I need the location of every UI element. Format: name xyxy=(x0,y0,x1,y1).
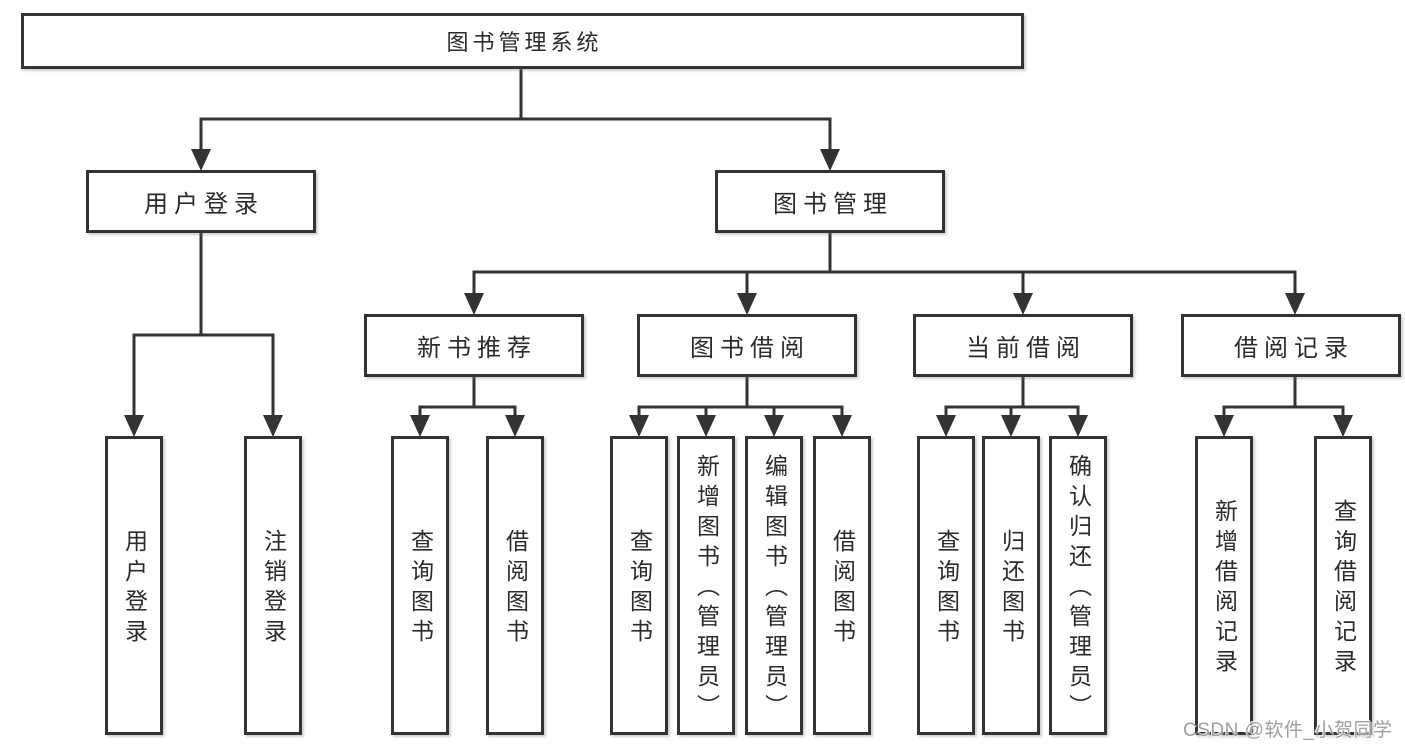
arrow-down-icon xyxy=(936,415,956,437)
arrow-down-icon xyxy=(1013,293,1033,315)
edge-user-login-bar xyxy=(132,333,275,418)
arrow-down-icon xyxy=(696,415,716,437)
edge-book-borrow-group xyxy=(637,377,844,418)
leaf-query-books-recommend: 查询图书 xyxy=(391,436,449,735)
node-book-management-group: 图书管理 xyxy=(715,170,945,233)
edge-borrow-record-group xyxy=(1222,377,1345,418)
node-user-login-group: 用户登录 xyxy=(86,170,316,233)
node-root: 图书管理系统 xyxy=(21,13,1024,69)
arrow-down-icon xyxy=(832,415,852,437)
edge-level3-bar xyxy=(472,270,1297,297)
leaf-borrow-books: 借阅图书 xyxy=(813,436,871,735)
arrow-down-icon xyxy=(263,415,283,437)
arrow-down-icon xyxy=(1214,415,1234,437)
node-borrow-records: 借阅记录 xyxy=(1181,314,1401,377)
arrow-down-icon xyxy=(1001,415,1021,437)
arrowhead-icons xyxy=(124,149,1353,437)
arrow-down-icon xyxy=(764,415,784,437)
arrow-down-icon xyxy=(124,415,144,437)
arrow-down-icon xyxy=(464,293,484,315)
leaf-query-borrow-record: 查询借阅记录 xyxy=(1314,436,1372,735)
leaf-logout: 注销登录 xyxy=(244,436,302,735)
arrow-down-icon xyxy=(820,149,840,171)
arrow-down-icon xyxy=(1068,415,1088,437)
arrow-down-icon xyxy=(1333,415,1353,437)
leaf-borrow-books-recommend: 借阅图书 xyxy=(486,436,544,735)
edge-current-borrow-group xyxy=(944,377,1080,418)
edge-new-book-group xyxy=(418,377,517,418)
arrow-down-icon xyxy=(505,415,525,437)
arrow-down-icon xyxy=(629,415,649,437)
arrow-down-icon xyxy=(1285,293,1305,315)
leaf-user-login: 用户登录 xyxy=(105,436,163,735)
leaf-edit-book-admin: 编辑图书（管理员） xyxy=(745,436,803,735)
node-current-borrow: 当前借阅 xyxy=(913,314,1133,377)
edge-level2-bar xyxy=(199,117,832,152)
leaf-query-books-borrow: 查询图书 xyxy=(610,436,668,735)
csdn-watermark: CSDN @软件_小贺同学 xyxy=(1183,720,1393,741)
node-book-borrow: 图书借阅 xyxy=(637,314,857,377)
arrow-down-icon xyxy=(737,293,757,315)
leaf-return-book: 归还图书 xyxy=(982,436,1040,735)
leaf-add-book-admin: 新增图书（管理员） xyxy=(677,436,735,735)
arrow-down-icon xyxy=(191,149,211,171)
leaf-add-borrow-record: 新增借阅记录 xyxy=(1195,436,1253,735)
leaf-confirm-return-admin: 确认归还（管理员） xyxy=(1049,436,1107,735)
arrow-down-icon xyxy=(410,415,430,437)
node-new-book-recommend: 新书推荐 xyxy=(364,314,584,377)
leaf-query-books-current: 查询图书 xyxy=(917,436,975,735)
